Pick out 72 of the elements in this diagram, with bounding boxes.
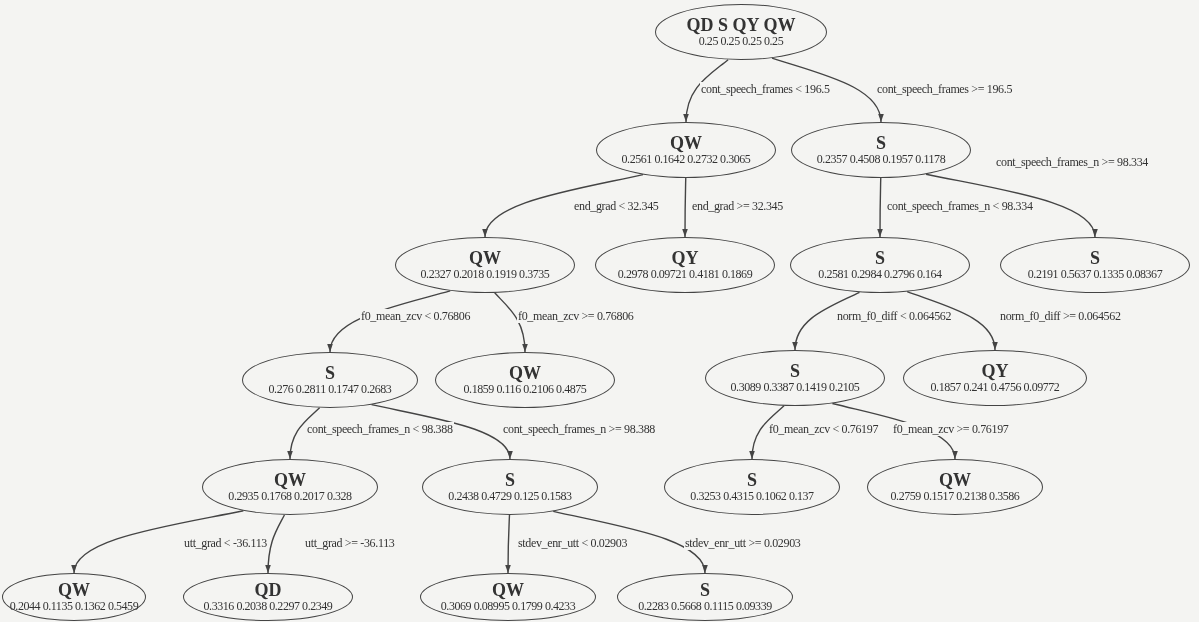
arrow xyxy=(682,177,688,238)
edge-label: norm_f0_diff < 0.064562 xyxy=(836,309,953,323)
class-label: QD S QY QW xyxy=(686,16,796,34)
arrow xyxy=(73,510,245,574)
edge-label: f0_mean_zcv < 0.76197 xyxy=(768,422,880,436)
probability-values: 0.3069 0.08995 0.1799 0.4233 xyxy=(440,599,576,613)
probability-values: 0.2438 0.4729 0.125 0.1583 xyxy=(448,489,572,503)
edge-label: cont_speech_frames_n < 98.334 xyxy=(886,199,1034,213)
class-label: QD xyxy=(254,581,282,599)
edge-label: end_grad >= 32.345 xyxy=(691,199,784,213)
class-label: S xyxy=(505,471,515,489)
class-label: S xyxy=(747,471,757,489)
edge-label: cont_speech_frames_n >= 98.388 xyxy=(502,422,656,436)
edge-label: end_grad < 32.345 xyxy=(573,199,660,213)
probability-values: 0.2561 0.1642 0.2732 0.3065 xyxy=(621,152,751,166)
arrow xyxy=(771,57,883,123)
arrow xyxy=(287,407,321,460)
probability-values: 0.2935 0.1768 0.2017 0.328 xyxy=(228,489,352,503)
class-label: QY xyxy=(981,362,1009,380)
arrow xyxy=(906,291,997,351)
edge-label: norm_f0_diff >= 0.064562 xyxy=(999,309,1122,323)
probability-values: 0.2759 0.1517 0.2138 0.3586 xyxy=(890,489,1020,503)
edge-label: f0_mean_zcv >= 0.76806 xyxy=(517,309,635,323)
probability-values: 0.3089 0.3387 0.1419 0.2105 xyxy=(730,380,860,394)
class-label: QY xyxy=(671,249,699,267)
class-label: S xyxy=(790,362,800,380)
probability-values: 0.25 0.25 0.25 0.25 xyxy=(698,34,784,48)
edge-label: utt_grad >= -36.113 xyxy=(304,536,396,550)
arrow xyxy=(505,514,511,574)
arrow xyxy=(370,404,512,460)
probability-values: 0.2978 0.09721 0.4181 0.1869 xyxy=(617,267,753,281)
probability-values: 0.2191 0.5637 0.1335 0.08367 xyxy=(1027,267,1163,281)
edge-label: cont_speech_frames_n >= 98.334 xyxy=(995,155,1149,169)
edge-label: stdev_enr_utt < 0.02903 xyxy=(517,536,629,550)
edge-label: f0_mean_zcv < 0.76806 xyxy=(360,309,472,323)
probability-values: 0.2044 0.1135 0.1362 0.5459 xyxy=(9,599,139,613)
probability-values: 0.276 0.2811 0.1747 0.2683 xyxy=(268,382,392,396)
probability-values: 0.3316 0.2038 0.2297 0.2349 xyxy=(203,599,333,613)
class-label: QW xyxy=(492,581,524,599)
class-label: QW xyxy=(469,249,501,267)
edge-label: stdev_enr_utt >= 0.02903 xyxy=(684,536,802,550)
arrow xyxy=(749,405,785,460)
probability-values: 0.1859 0.116 0.2106 0.4875 xyxy=(463,382,587,396)
arrow xyxy=(494,292,528,353)
arrow xyxy=(683,59,729,123)
probability-values: 0.2581 0.2984 0.2796 0.164 xyxy=(818,267,942,281)
class-label: QW xyxy=(670,134,702,152)
arrow xyxy=(925,173,1096,238)
class-label: S xyxy=(700,581,710,599)
class-label: QW xyxy=(58,581,90,599)
class-label: QW xyxy=(939,471,971,489)
probability-values: 0.2327 0.2018 0.1919 0.3735 xyxy=(420,267,550,281)
arrow xyxy=(552,510,707,574)
probability-values: 0.1857 0.241 0.4756 0.09772 xyxy=(930,380,1060,394)
arrow xyxy=(792,291,861,351)
probability-values: 0.2283 0.5668 0.1115 0.09339 xyxy=(638,599,772,613)
edge-label: cont_speech_frames_n < 98.388 xyxy=(306,422,454,436)
probability-values: 0.2357 0.4508 0.1957 0.1178 xyxy=(816,152,946,166)
arrow xyxy=(265,514,286,574)
probability-values: 0.3253 0.4315 0.1062 0.137 xyxy=(690,489,814,503)
class-label: QW xyxy=(274,471,306,489)
arrow xyxy=(877,177,883,238)
class-label: S xyxy=(325,364,335,382)
class-label: S xyxy=(876,134,886,152)
class-label: QW xyxy=(509,364,541,382)
edge-label: f0_mean_zcv >= 0.76197 xyxy=(892,422,1010,436)
class-label: S xyxy=(1090,249,1100,267)
class-label: S xyxy=(875,249,885,267)
edge-label: utt_grad < -36.113 xyxy=(183,536,268,550)
arrow xyxy=(483,173,644,238)
edge-label: cont_speech_frames < 196.5 xyxy=(700,82,831,96)
edge-label: cont_speech_frames >= 196.5 xyxy=(876,82,1014,96)
